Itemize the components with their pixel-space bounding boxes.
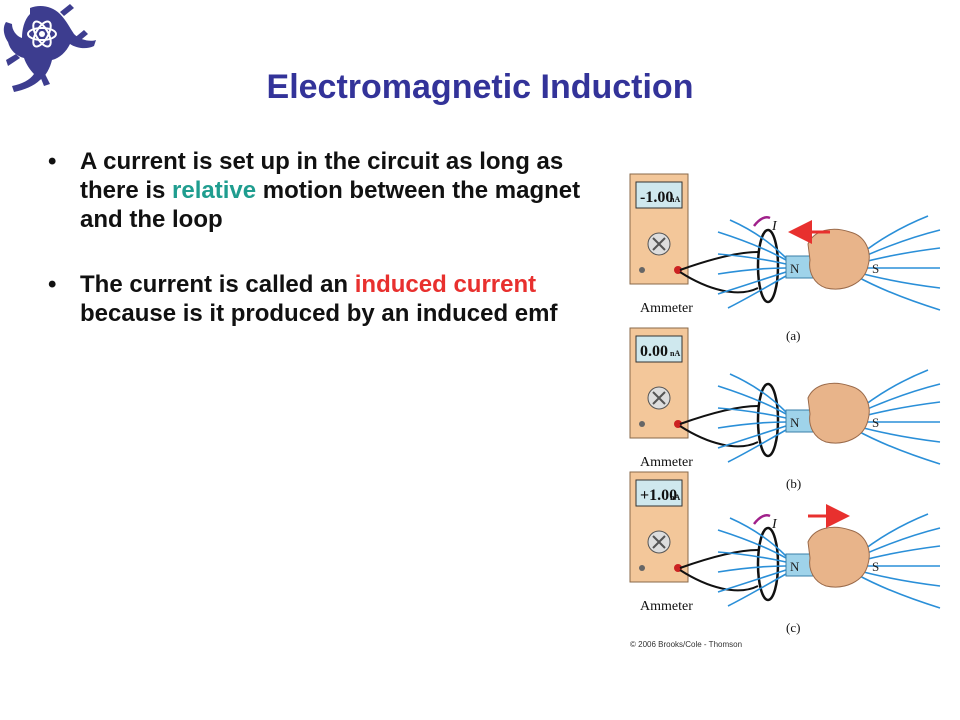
ammeter-display [635,181,683,209]
svg-text:S: S [872,415,879,430]
bullet-list: A current is set up in the circuit as lo… [48,147,608,328]
highlight-relative: relative [172,177,257,204]
panel-caption: (b) [786,476,801,491]
wire-loop [756,526,780,602]
svg-text:S: S [872,559,879,574]
panel-a: -1.00 nA N S I Ammeter (a) [629,173,941,343]
panel-caption: (c) [786,620,800,635]
svg-text:S: S [872,261,879,276]
copyright-text: © 2006 Brooks/Cole - Thomson [630,640,742,649]
svg-text:N: N [790,261,800,276]
ammeter-unit: nA [670,349,680,358]
hand-icon [807,382,870,444]
wire-loop [756,382,780,458]
highlight-induced-current: induced current [354,271,537,298]
ammeter-label: Ammeter [640,455,693,470]
hand-icon [807,228,870,290]
ammeter-unit: nA [670,493,680,502]
svg-text:N: N [790,415,800,430]
induction-figure: -1.00 nA N S I Ammeter (a) 0.00 nA N S [629,173,941,649]
slide-title: Electromagnetic Induction [266,68,694,106]
ammeter-display [635,479,683,507]
ammeter-reading: -1.00 [640,189,673,206]
bullet-item: The current is called an induced current… [48,270,608,328]
panel-c: +1.00 nA N S I Ammeter (c) [629,471,941,635]
bullet-item: A current is set up in the circuit as lo… [48,147,608,234]
svg-text:N: N [790,559,800,574]
ammeter-display [635,335,683,363]
lizard-atom-logo-icon [3,4,97,92]
ammeter-label: Ammeter [640,599,693,614]
hand-icon [807,526,870,588]
panel-b: 0.00 nA N S Ammeter (b) [629,327,941,491]
svg-text:I: I [771,219,778,234]
panel-caption: (a) [786,328,800,343]
svg-text:I: I [771,517,778,532]
ammeter-label: Ammeter [640,301,693,316]
ammeter-reading: +1.00 [640,487,677,504]
ammeter-unit: nA [670,195,680,204]
ammeter-reading: 0.00 [640,343,668,360]
wire-loop [756,228,780,304]
